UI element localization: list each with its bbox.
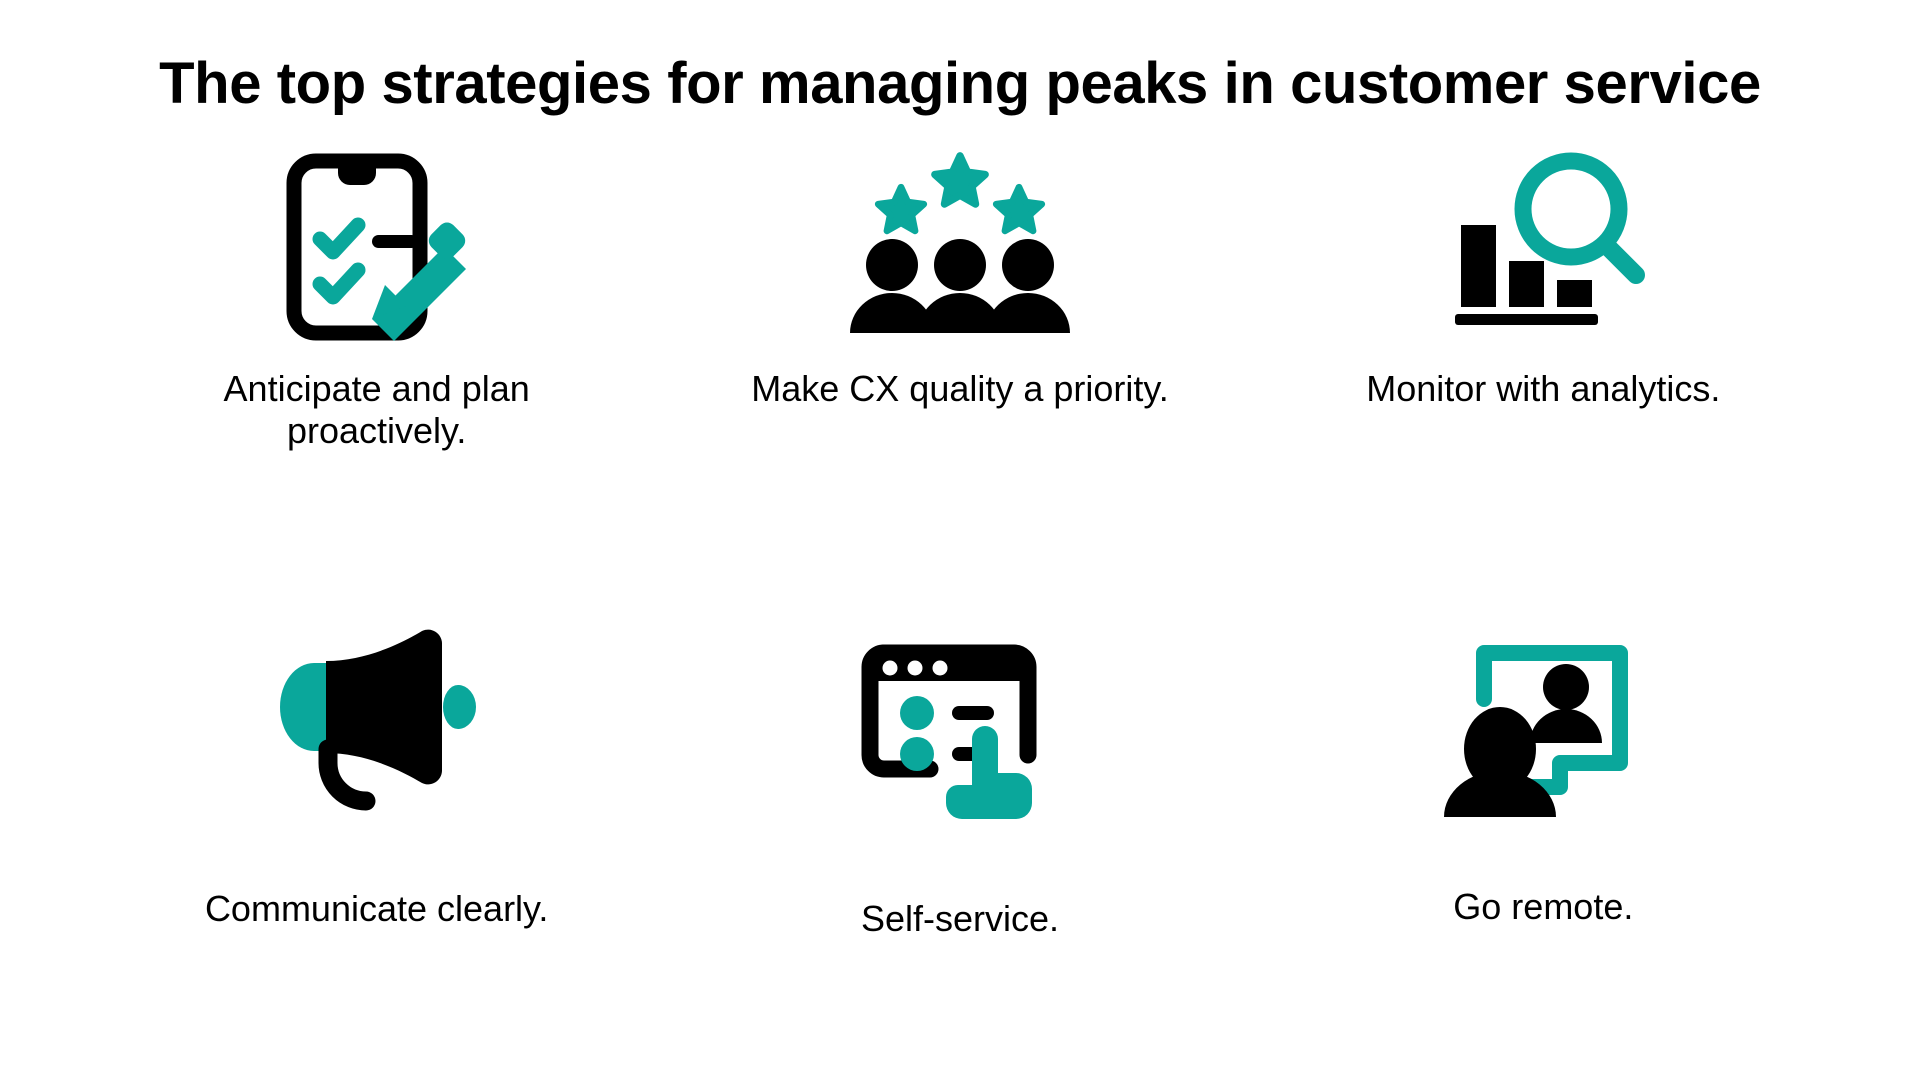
strategy-card-communicate-clearly: Communicate clearly.	[90, 594, 663, 1046]
video-call-screen-person-icon	[1444, 644, 1629, 817]
icon-container	[1438, 616, 1648, 826]
icon-container	[1433, 142, 1653, 352]
strategy-card-go-remote: Go remote.	[1257, 594, 1830, 1046]
strategy-caption: Communicate clearly.	[204, 887, 549, 929]
megaphone-icon	[279, 629, 476, 811]
strategy-card-monitor-analytics: Monitor with analytics.	[1257, 142, 1830, 594]
strategy-card-anticipate-and-plan: Anticipate and plan proactively.	[90, 142, 663, 594]
strategy-caption: Self-service.	[860, 897, 1060, 939]
strategy-grid: Anticipate and plan proactively.	[0, 116, 1920, 1080]
stars-people-rating-icon	[849, 151, 1070, 333]
page-title: The top strategies for managing peaks in…	[159, 51, 1761, 116]
phone-checklist-pen-icon	[286, 153, 466, 341]
strategy-caption: Go remote.	[1453, 885, 1634, 927]
strategy-card-self-service: Self-service.	[673, 594, 1246, 1046]
browser-window-hand-click-icon	[861, 644, 1037, 819]
icon-container	[272, 142, 482, 352]
icon-container	[835, 142, 1085, 352]
strategy-card-cx-quality: Make CX quality a priority.	[673, 142, 1246, 594]
title-container: The top strategies for managing peaks in…	[0, 0, 1920, 116]
strategy-caption: Anticipate and plan proactively.	[223, 367, 530, 452]
strategy-caption: Make CX quality a priority.	[751, 367, 1169, 409]
bar-chart-magnifier-icon	[1455, 152, 1646, 325]
strategy-caption: Monitor with analytics.	[1366, 367, 1721, 409]
icon-container	[860, 616, 1060, 826]
icon-container	[262, 616, 492, 826]
